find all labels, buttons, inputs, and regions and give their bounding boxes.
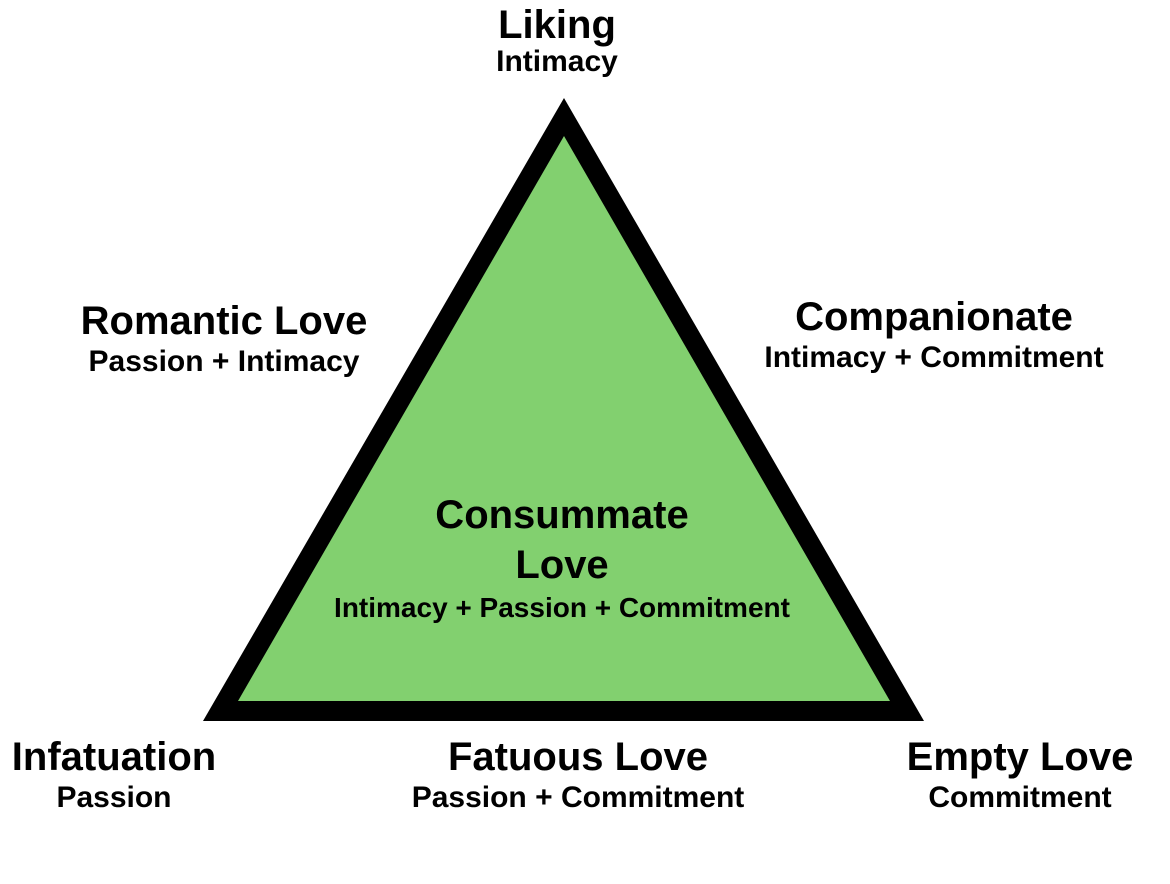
label-empty-love: Empty Love Commitment (907, 734, 1134, 816)
romantic-sub: Passion + Intimacy (88, 345, 360, 378)
companionate-title: Companionate (795, 295, 1073, 339)
fatuous-title: Fatuous Love (447, 735, 709, 779)
fatuous-sub: Passion + Commitment (411, 781, 745, 814)
empty-title: Empty Love (906, 735, 1134, 779)
consummate-sub: Intimacy + Passion + Commitment (334, 592, 790, 623)
liking-sub: Intimacy (496, 45, 618, 78)
triangle-fill (238, 136, 890, 701)
consummate-title-2: Love (515, 543, 609, 587)
empty-sub: Commitment (928, 781, 1112, 814)
infatuation-sub: Passion (56, 781, 172, 814)
label-infatuation: Infatuation Passion (12, 734, 216, 816)
label-liking: Liking Intimacy (496, 2, 618, 80)
label-consummate-love: Consummate Love Intimacy + Passion + Com… (334, 490, 790, 626)
consummate-title-1: Consummate (435, 493, 689, 537)
infatuation-title: Infatuation (11, 735, 217, 779)
label-romantic-love: Romantic Love Passion + Intimacy (81, 298, 368, 380)
companionate-sub: Intimacy + Commitment (764, 341, 1104, 374)
label-companionate: Companionate Intimacy + Commitment (764, 294, 1103, 376)
label-fatuous-love: Fatuous Love Passion + Commitment (412, 734, 745, 816)
liking-title: Liking (498, 3, 616, 47)
romantic-title: Romantic Love (80, 299, 368, 343)
